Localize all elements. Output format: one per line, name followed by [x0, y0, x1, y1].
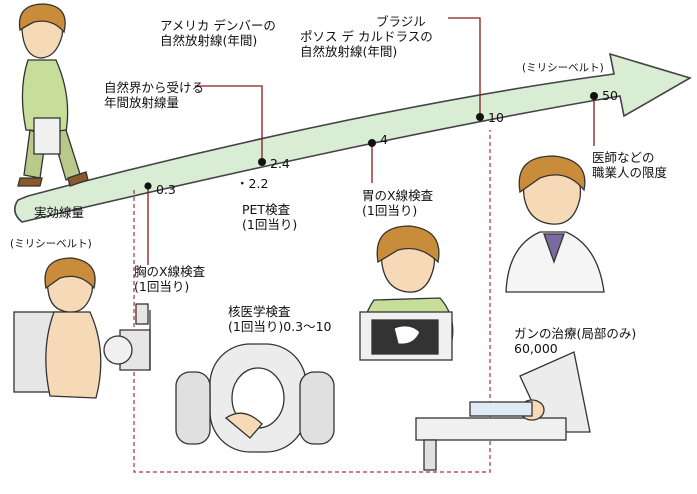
label-occupational-limit: 医師などの職業人の限度 — [592, 150, 668, 180]
label-cancer-treatment: ガンの治療(局部のみ)60,000 — [514, 326, 637, 356]
leader-lines — [147, 17, 595, 265]
label-denver: アメリカ デンバーの自然放射線(年間) — [160, 18, 276, 48]
axis-label: 実効線量 — [34, 205, 85, 220]
pet-scanner-icon — [175, 343, 335, 453]
dose-scale-arrow — [14, 52, 693, 223]
stomach-xray-patient-icon — [359, 225, 454, 361]
label-pet: PET検査(1回当り) — [242, 202, 298, 232]
label-stomach-xray: 胃のX線検査(1回当り) — [362, 188, 434, 218]
axis-unit-top: (ミリシーベルト) — [522, 62, 604, 74]
label-chest-xray: 胸のX線検査(1回当り) — [134, 264, 206, 294]
value-4: 4 — [380, 132, 388, 147]
label-nuclear-medicine: 核医学検査(1回当り)0.3〜10 — [228, 304, 332, 334]
chest-xray-patient-icon — [13, 257, 151, 399]
value-10: 10 — [488, 110, 504, 125]
woman-walking-icon — [17, 3, 89, 187]
value-2-4: 2.4 — [270, 156, 290, 171]
value-0-3: 0.3 — [156, 182, 176, 197]
label-brazil: ブラジル ポソス デ カルドラスの 自然放射線(年間) — [300, 14, 433, 59]
value-2-2: ・2.2 — [236, 176, 269, 191]
label-natural-annual: 自然界から受ける年間放射線量 — [104, 80, 205, 110]
axis-unit: (ミリシーベルト) — [10, 238, 92, 250]
doctor-icon — [505, 155, 605, 293]
dose-markers — [144, 92, 598, 190]
radiotherapy-machine-icon — [415, 351, 591, 471]
value-50: 50 — [602, 88, 618, 103]
